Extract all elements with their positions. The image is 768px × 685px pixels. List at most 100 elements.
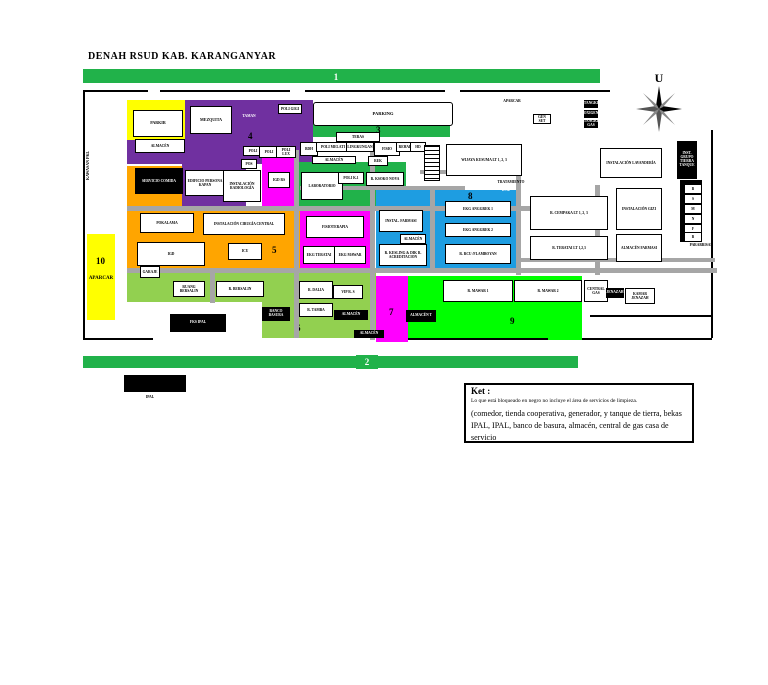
compass-letter: U [654,71,664,85]
corridor-v5 [595,185,600,275]
building-edificio-persona: EDIFICIO PERSONA KAPAN [185,170,225,196]
legend-heading: Ket : [471,386,491,396]
building-tierra: INST. GRUPO TIERRA TANQUE [677,141,697,179]
boundary-right [711,130,713,338]
building-parkir: PARKIR [133,110,183,137]
building-pokalama: POKALAMA [140,213,194,233]
building-ruang-bersalin: RUANG BERSALIN [173,281,205,297]
zone-10 [87,234,115,320]
side-panel-cell: S [684,194,702,204]
building-r-ksoko: R. KSOKO NOVA [366,172,404,186]
corridor-v1 [294,150,299,338]
boundary-top-d [460,90,610,92]
label-ipal-small: IPAL [145,395,155,399]
building-almacen-b: ALMACÉN [334,310,368,320]
road-south-marker: 2 [356,355,378,369]
building-poli-k1: POLI K.1 [338,172,364,184]
building-cempaka: R. CEMPAKA LT 1, 2, 3 [530,196,608,230]
building-fisioterapia: FISIOTERAPIA [306,216,364,238]
building-igd: IGD [137,242,205,266]
side-panel-cell: N [684,214,702,224]
side-panel-cell: M [684,204,702,214]
label-aparcar-left: APARCAR [88,276,114,281]
boundary-left [83,90,85,338]
corridor-v3 [430,190,435,270]
building-mezquita: MEZQUITA [190,106,232,134]
road-south [83,356,578,368]
building-rek: REK [368,156,388,166]
zone-8-number: 8 [468,191,473,201]
building-ekg-anggrek-2: EKG ANGGREK 2 [445,223,511,237]
building-almacen-bottom: ALMACÉN [354,330,384,338]
building-poli-top: POLI GIGI [278,104,302,114]
road-north-marker: 1 [326,72,346,83]
building-almacen-farmasi: ALMACÉN FARMASI [616,234,662,262]
building-fks-ipal: FKS IPAL [170,314,226,332]
building-r-rcu: R. RCU /FLAMBOYAN [445,244,511,264]
building-ekg-anggrek-1: EKG ANGGREK 1 [445,201,511,217]
building-r-bersalin-2: R. BERSALIN [216,281,264,297]
building-mawar-2: R. MAWAR 2 [514,280,582,302]
building-tangki-gas: TANGKI GAS [583,119,599,128]
boundary-top-b [160,90,290,92]
building-almacen-1: ALMACÉN [135,139,185,153]
building-kamar-jenazah: KAMAR JENAZAH [625,288,655,304]
building-igd-rs: IGD RS [268,172,290,188]
building-oxigen: OXIGEN [584,110,598,118]
building-banco-basura: BANCO BASURA [262,307,290,321]
zone-7-number: 7 [389,307,394,317]
zone-5-number: 5 [272,245,277,255]
zone-4-number: 4 [248,131,253,141]
compass-star-icon [636,86,682,132]
side-panel-cell: B [684,184,702,194]
corridor-h3 [300,186,465,190]
building-instal-farmasi: INSTAL. FARMASI [379,210,423,232]
corridor-h1 [127,206,587,211]
side-panel: B S M N F B [680,180,702,242]
compass: U [636,71,682,132]
building-lingkungan: LINGKUNGAN [346,142,374,152]
building-inst-gizi: INSTALACIÓN GIZI [616,188,662,230]
building-teratai: R. TERATAI LT 1,2,3 [530,236,608,260]
building-r-tamba: R. TAMBA [299,303,333,317]
corridor-v4 [516,150,521,275]
building-parking: PARKING [313,102,453,126]
corridor-v2 [370,140,375,340]
road-south-number: 2 [364,357,370,367]
building-inst-lavanderia: INSTALACIÓN LAVANDERÍA [600,148,662,178]
boundary-bottom-b [560,338,712,340]
building-ekg-teratai: EKG TERATAI [303,246,335,264]
building-poli-luxe: POLI LUX [276,146,296,158]
building-tangki: TANGKI [584,100,598,108]
zone-9-number: 9 [510,316,515,326]
building-ekg-mawar: EKG MAWAR [334,246,366,264]
building-icu: ICU [228,243,262,260]
label-aparcar-top: APARCAR [503,99,521,103]
building-garaje: GARAJE [140,266,160,278]
building-mortuary: JENAZAH [606,288,624,298]
building-r-dalia: R. DALIA [299,281,333,299]
building-r-kesling: R. KESLING & DIK R. ACREDITACION [379,244,427,266]
legend-box: Ket : Lo que está bloqueado en negro no … [464,383,694,443]
building-inst-cirugia: INSTALACIÓN CIRUGÍA CENTRAL [203,213,285,235]
zone-3-number: 3 [376,125,381,135]
building-almacen-s: ALMACÉN [400,234,426,244]
zone-9-bottom-wall [408,338,548,340]
boundary-top-c [305,90,445,92]
building-central-gas: CENTRAL GAS [584,280,608,302]
building-laboratorio: LABORATORIO [301,172,343,200]
legend-line-2: (comedor, tienda cooperativa, generador,… [471,409,682,442]
building-teras: TERAS [336,132,380,142]
label-tratamiento: TRATAMIENTO [497,180,525,184]
label-ipal-mid: IPAL [501,188,511,192]
boundary-bottom-a [83,338,153,340]
side-panel-cell: B [684,232,702,242]
boundary-top-a [83,90,148,92]
building-almacen-t: ALMACÉN T [406,310,436,322]
boundary-bottom-c [590,315,712,317]
zone-10-number: 10 [96,256,105,266]
road-north-number: 1 [333,72,339,82]
building-gen-set: GEN SET [533,114,551,124]
label-parabrisas: PARABRISAS [689,243,713,247]
corridor-v6 [210,273,215,303]
